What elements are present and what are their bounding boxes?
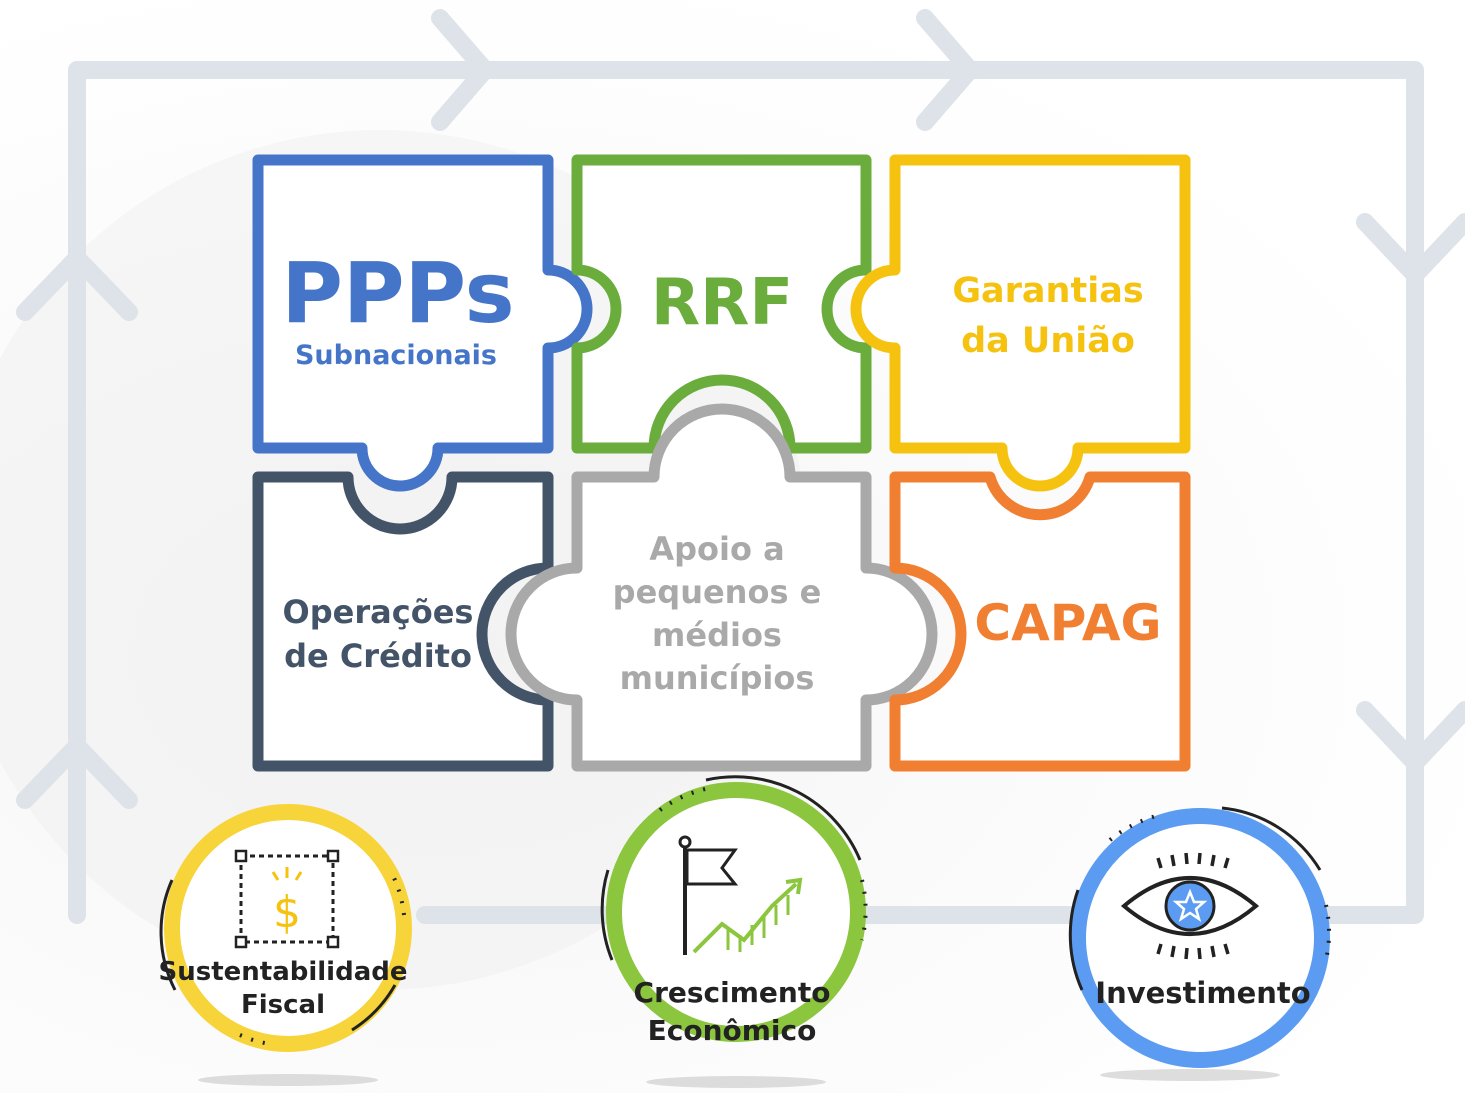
eye-star-icon: [1120, 852, 1260, 960]
piece-apoio[interactable]: [505, 403, 938, 772]
operacoes-line1: Operações: [283, 593, 474, 631]
shadow-crescimento: [646, 1076, 826, 1088]
sustentabilidade-line1: Sustentabilidade: [158, 957, 407, 987]
operacoes-line2: de Crédito: [284, 637, 472, 675]
piece-garantias[interactable]: [850, 154, 1191, 492]
piece-rrf[interactable]: [571, 154, 872, 454]
dollar-icon: $: [234, 849, 340, 949]
apoio-line1: Apoio a: [649, 530, 784, 568]
apoio-line4: municípios: [620, 659, 815, 697]
flag-growth-icon: [678, 835, 803, 955]
apoio-line2: pequenos e: [613, 573, 822, 611]
capag-title: CAPAG: [974, 594, 1161, 652]
arrow-top-2-icon: [916, 9, 979, 131]
arrow-top-1-icon: [431, 9, 494, 131]
arrow-left-1-icon: [16, 249, 138, 321]
arrow-right-2-icon: [1356, 701, 1465, 772]
rrf-title: RRF: [651, 266, 793, 340]
investimento-line1: Investimento: [1095, 976, 1310, 1010]
shadow-investimento: [1100, 1069, 1280, 1081]
sustentabilidade-line2: Fiscal: [241, 990, 325, 1020]
crescimento-line2: Econômico: [648, 1014, 817, 1047]
piece-operacoes[interactable]: [252, 471, 554, 772]
apoio-line3: médios: [652, 616, 782, 654]
circle-sustentabilidade[interactable]: [159, 804, 412, 1052]
circle-crescimento[interactable]: [600, 775, 868, 1042]
garantias-line1: Garantias: [952, 271, 1143, 311]
svg-text:$: $: [273, 887, 301, 938]
arrow-left-2-icon: [16, 737, 138, 809]
circle-investimento[interactable]: [1068, 806, 1332, 1068]
piece-capag[interactable]: [889, 471, 1191, 772]
ppps-subtitle: Subnacionais: [295, 340, 497, 371]
piece-ppps[interactable]: [252, 154, 593, 492]
crescimento-line1: Crescimento: [634, 976, 831, 1009]
shadow-sustentabilidade: [198, 1074, 378, 1086]
garantias-line2: da União: [961, 321, 1135, 361]
arrow-right-1-icon: [1356, 213, 1465, 284]
ppps-title: PPPs: [281, 244, 514, 342]
